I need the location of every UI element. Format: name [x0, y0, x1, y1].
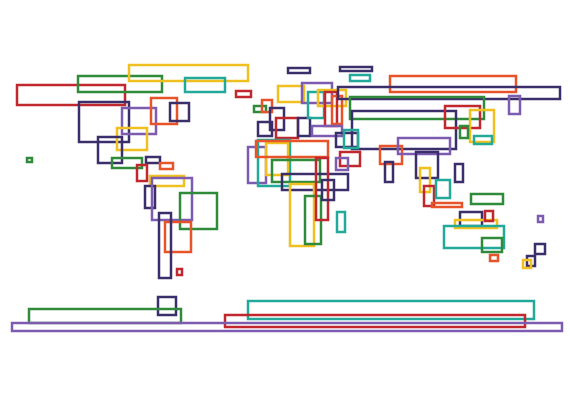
country-box-65: [254, 139, 330, 159]
country-box-20: [163, 220, 193, 254]
country-box-34: [296, 116, 312, 138]
country-box-40: [388, 74, 518, 94]
country-box-44: [443, 104, 482, 130]
country-box-86: [246, 299, 536, 321]
country-box-72: [335, 210, 347, 234]
country-box-8: [149, 96, 179, 126]
country-box-71: [320, 178, 336, 202]
country-box-13: [144, 155, 162, 165]
country-box-78: [480, 236, 504, 254]
country-box-24: [286, 66, 312, 75]
country-box-55: [414, 150, 440, 180]
country-box-16: [148, 174, 186, 188]
country-box-42: [348, 95, 486, 121]
country-box-80: [536, 214, 545, 224]
country-box-28: [260, 98, 274, 114]
country-box-83: [521, 258, 533, 270]
country-box-58: [422, 184, 436, 208]
country-box-73: [469, 192, 505, 206]
country-box-56: [383, 160, 395, 184]
country-box-14: [158, 161, 175, 171]
country-box-87: [223, 313, 527, 329]
country-box-48: [472, 134, 494, 146]
country-box-88: [10, 321, 564, 333]
country-box-19: [178, 191, 219, 231]
country-box-84: [156, 295, 178, 317]
country-box-23: [234, 89, 253, 99]
country-box-77: [442, 224, 506, 250]
country-box-5: [77, 100, 131, 144]
country-box-41: [336, 85, 562, 101]
country-box-2: [76, 74, 164, 94]
country-box-39: [310, 124, 344, 138]
country-box-3: [127, 63, 250, 83]
country-box-47: [458, 124, 470, 140]
country-box-59: [434, 178, 452, 200]
country-box-32: [256, 120, 274, 138]
country-box-50: [342, 128, 360, 150]
country-box-68: [288, 182, 316, 248]
country-box-25: [338, 65, 374, 73]
country-box-75: [453, 218, 499, 230]
country-box-17: [143, 184, 157, 210]
country-box-6: [120, 106, 158, 136]
country-box-11: [110, 156, 144, 170]
country-boxes: [10, 63, 564, 333]
country-box-26: [348, 73, 372, 83]
country-box-22: [175, 267, 184, 277]
country-box-10: [96, 135, 124, 165]
country-box-15: [135, 163, 149, 183]
country-box-33: [274, 116, 300, 140]
country-box-70: [314, 156, 330, 222]
country-box-45: [468, 108, 496, 144]
country-box-43: [350, 109, 458, 151]
country-box-60: [430, 201, 464, 209]
country-box-9: [168, 101, 191, 123]
country-box-12: [25, 156, 34, 164]
country-box-54: [396, 136, 452, 156]
country-box-46: [507, 94, 522, 116]
country-box-7: [115, 126, 149, 152]
country-box-61: [453, 162, 465, 184]
country-box-4: [183, 76, 227, 94]
country-box-66: [270, 158, 322, 184]
country-box-29: [276, 84, 306, 104]
country-box-21: [157, 211, 173, 280]
country-box-81: [533, 242, 547, 256]
country-box-79: [488, 253, 500, 263]
country-box-76: [483, 209, 495, 223]
country-box-27: [252, 104, 268, 114]
country-box-52: [334, 156, 350, 172]
country-box-1: [15, 83, 127, 107]
